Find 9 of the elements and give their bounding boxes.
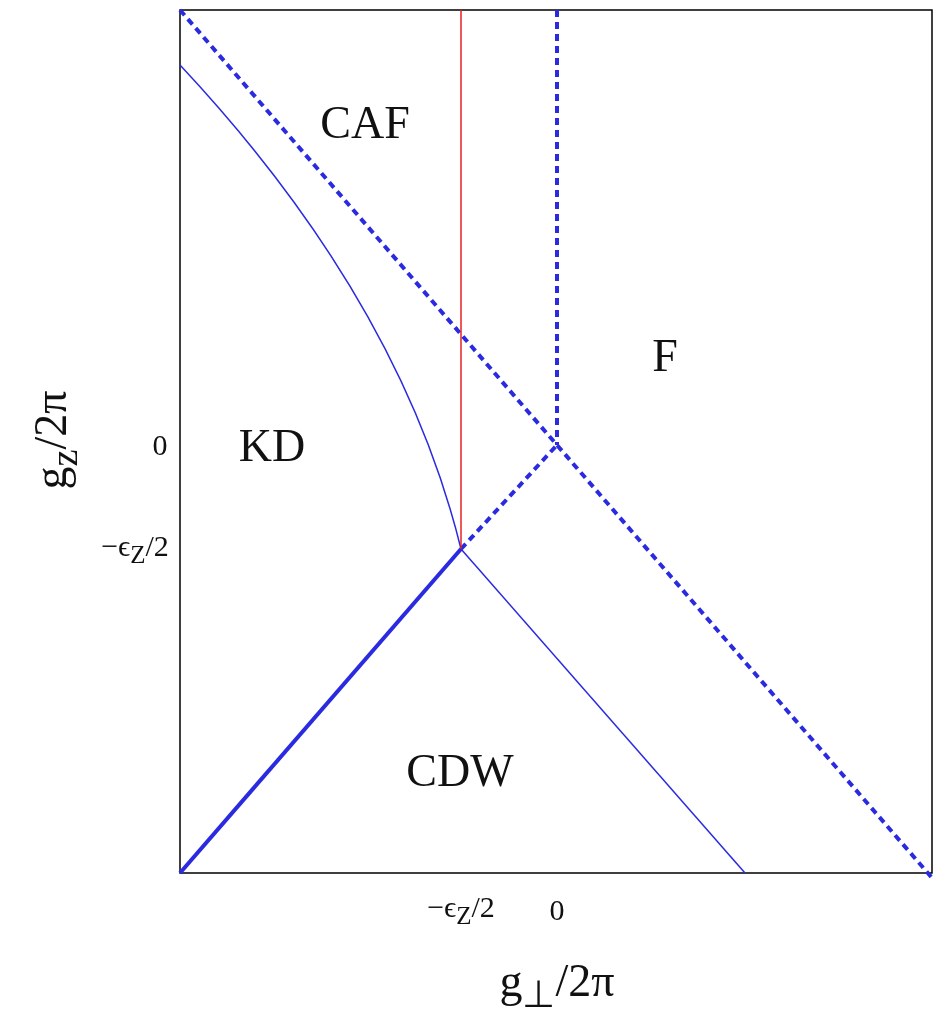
region-label: F — [652, 328, 678, 382]
tick-label: −ϵ$_{Z}$/2 — [101, 529, 169, 569]
tick-label: 0 — [152, 428, 168, 462]
tick-label: 0 — [549, 893, 565, 927]
tick-label: −ϵ$_{Z}$/2 — [427, 890, 495, 930]
region-label: CAF — [320, 95, 410, 149]
axis-title: g$_{⊥}$/2π — [499, 954, 615, 1013]
region-label: KD — [238, 418, 306, 472]
region-label: CDW — [406, 743, 514, 797]
